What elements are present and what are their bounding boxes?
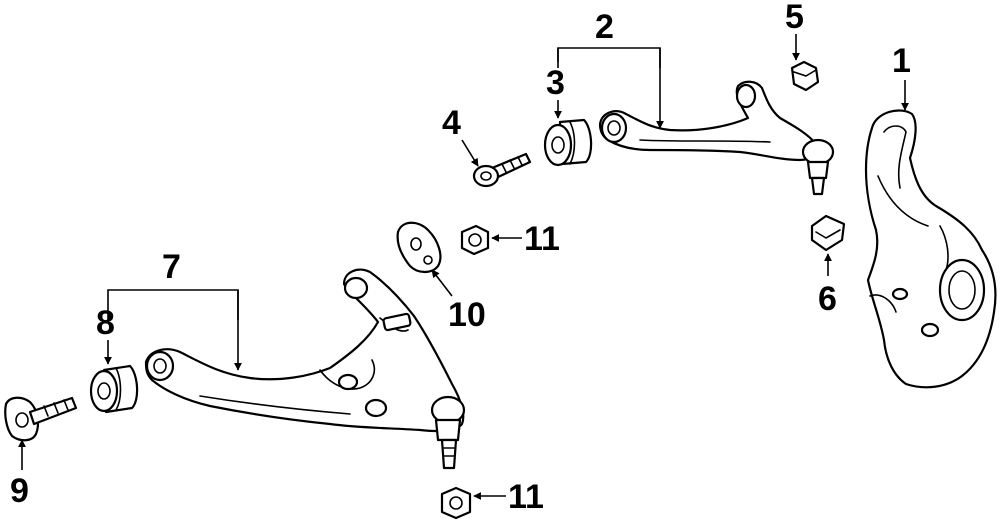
callout-5: 5 xyxy=(785,0,804,36)
cam-nut-upper xyxy=(460,224,490,256)
upper-arm-bolt xyxy=(472,152,532,188)
callout-2: 2 xyxy=(595,8,614,46)
knuckle-nut xyxy=(810,214,846,252)
leader-4 xyxy=(461,139,479,167)
callout-6: 6 xyxy=(818,280,837,318)
callout-11-upper: 11 xyxy=(524,220,560,258)
callout-9: 9 xyxy=(10,472,29,510)
lower-arm-bushing xyxy=(89,364,139,414)
callout-labels: 1 2 3 4 5 6 7 8 9 10 11 11 xyxy=(10,0,911,516)
leader-10 xyxy=(431,269,453,297)
cam-washer xyxy=(396,221,442,274)
callout-3: 3 xyxy=(546,64,565,102)
cam-nut-lower xyxy=(440,486,472,520)
upper-control-arm xyxy=(598,80,835,196)
bracket-2 xyxy=(557,47,661,68)
cam-bolt xyxy=(4,396,78,442)
callout-10: 10 xyxy=(448,296,486,334)
steering-knuckle xyxy=(864,109,997,389)
callout-1: 1 xyxy=(892,42,911,80)
upper-arm-bushing xyxy=(543,118,593,167)
upper-ball-joint-nut xyxy=(790,60,820,92)
bracket-7 xyxy=(107,289,239,320)
callout-11-lower: 11 xyxy=(508,478,544,516)
leader-lines xyxy=(18,34,909,500)
lower-control-arm xyxy=(144,268,466,470)
callout-8: 8 xyxy=(96,304,115,342)
callout-4: 4 xyxy=(442,104,461,142)
callout-7: 7 xyxy=(162,248,181,286)
